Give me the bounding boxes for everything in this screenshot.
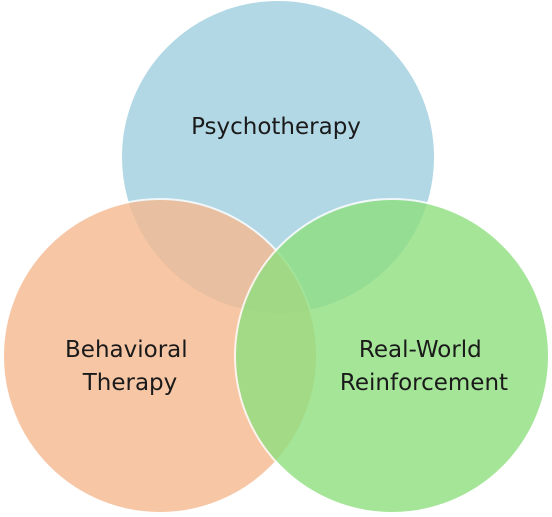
label-behavioral-therapy: Behavioral Therapy (65, 337, 195, 396)
circle-realworld-group (234, 198, 550, 514)
label-realworld-line-1: Real-World (359, 337, 482, 363)
circle-real-world-reinforcement (234, 198, 550, 514)
label-behavioral-line-1: Behavioral (65, 337, 188, 363)
label-psychotherapy-line-1: Psychotherapy (191, 114, 361, 140)
label-behavioral-line-2: Therapy (82, 370, 178, 396)
label-real-world-reinforcement: Real-World Reinforcement (340, 337, 508, 396)
label-psychotherapy: Psychotherapy (191, 114, 361, 140)
label-realworld-line-2: Reinforcement (340, 370, 508, 396)
